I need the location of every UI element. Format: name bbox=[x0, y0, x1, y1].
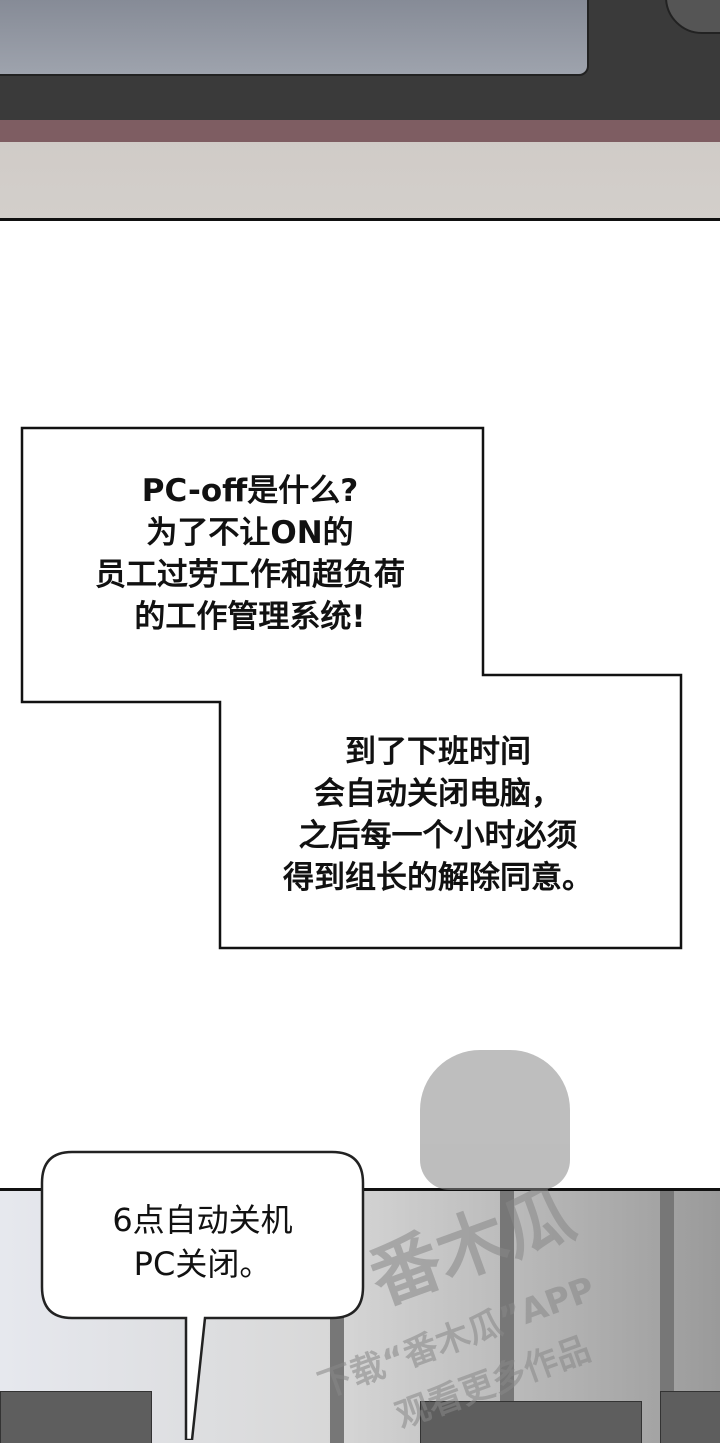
window-pillar bbox=[660, 1191, 674, 1443]
watermark-mascot bbox=[420, 1050, 570, 1190]
monitor bbox=[420, 1401, 642, 1443]
narration-line: 员工过劳工作和超负荷 bbox=[95, 557, 405, 593]
narration-box-2: 到了下班时间 会自动关闭电脑， 之后每一个小时必须 得到组长的解除同意。 bbox=[228, 731, 648, 899]
monitor bbox=[0, 1391, 152, 1443]
keyboard-illustration bbox=[0, 0, 589, 76]
narration-line: 的工作管理系统! bbox=[134, 599, 366, 635]
speech-bubble-text: 6点自动关机 PC关闭。 bbox=[50, 1198, 355, 1286]
narration-line: 为了不让ON的 bbox=[146, 515, 354, 551]
window-pillar bbox=[500, 1191, 514, 1443]
speech-bubble bbox=[40, 1150, 365, 1440]
narration-boxes bbox=[20, 426, 683, 950]
narration-box-1: PC-off是什么? 为了不让ON的 员工过劳工作和超负荷 的工作管理系统! bbox=[30, 470, 470, 638]
narration-line: 会自动关闭电脑， bbox=[314, 776, 562, 812]
monitor bbox=[660, 1391, 720, 1443]
narration-line: 到了下班时间 bbox=[345, 734, 531, 770]
narration-line: 之后每一个小时必须 bbox=[298, 818, 578, 854]
speech-line: 6点自动关机 bbox=[112, 1201, 293, 1239]
narration-line: PC-off是什么? bbox=[141, 473, 359, 509]
top-panel-desk-keyboard bbox=[0, 0, 720, 221]
speech-line: PC关闭。 bbox=[133, 1245, 272, 1283]
narration-line: 得到组长的解除同意。 bbox=[283, 860, 593, 896]
